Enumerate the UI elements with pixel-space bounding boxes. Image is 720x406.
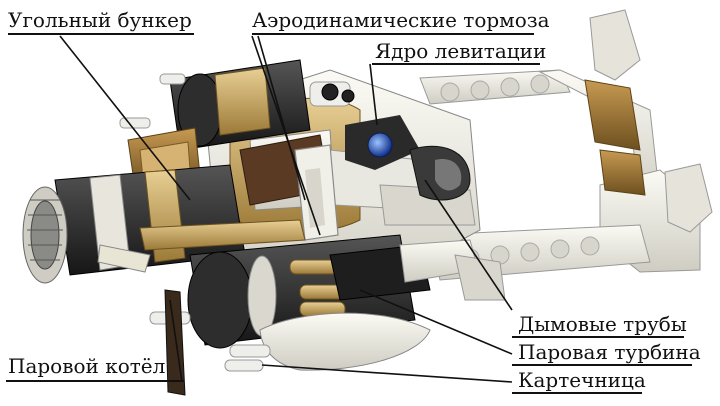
label-steam-turbine: Паровая турбина bbox=[518, 340, 701, 364]
label-steam-boiler: Паровой котёл bbox=[8, 354, 166, 378]
label-smoke-pipes-underline bbox=[512, 336, 684, 338]
leader-lines bbox=[59, 35, 513, 383]
label-levitation-core-underline bbox=[372, 63, 540, 65]
label-levitation-core: Ядро левитации bbox=[375, 39, 547, 63]
label-grapeshot-gun-underline bbox=[512, 392, 642, 394]
smoke-pipes bbox=[399, 239, 506, 301]
label-air-brakes: Аэродинамические тормоза bbox=[252, 8, 550, 32]
label-steam-turbine-underline bbox=[512, 364, 692, 366]
label-smoke-pipes: Дымовые трубы bbox=[518, 312, 687, 336]
upper-engine bbox=[119, 59, 355, 151]
label-coal-bunker-underline bbox=[8, 33, 194, 35]
label-coal-bunker: Угольный бункер bbox=[8, 8, 192, 32]
rear-frame bbox=[419, 9, 713, 281]
label-grapeshot-gun: Картечница bbox=[518, 368, 646, 392]
steam-turbine bbox=[149, 234, 431, 372]
label-air-brakes-underline bbox=[252, 33, 534, 35]
label-steam-boiler-underline bbox=[6, 380, 184, 382]
